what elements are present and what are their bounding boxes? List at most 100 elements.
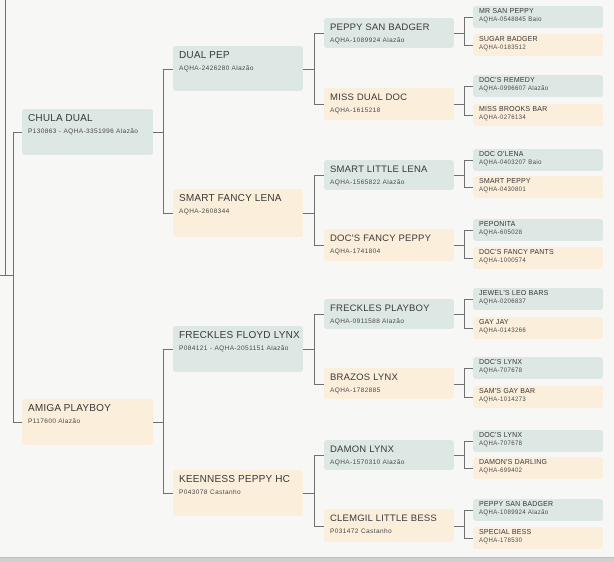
horse-card-dam[interactable]: AMIGA PLAYBOY P117600 Alazão <box>22 399 153 445</box>
horse-name: SMART PEPPY <box>479 178 531 185</box>
horizontal-scrollbar[interactable] <box>0 557 614 562</box>
connector-line <box>314 314 324 315</box>
connector-line <box>464 86 473 87</box>
connector-line <box>163 349 164 494</box>
connector-line <box>464 160 473 161</box>
horse-card-dam-dam-sire[interactable]: DAMON LYNX AQHA-1570310 Alazão <box>324 440 454 470</box>
horse-name: DOC O'LENA <box>479 151 524 158</box>
horse-registration: AQHA-0430801 <box>479 187 527 193</box>
horse-registration: AQHA-0996607 Alazão <box>479 86 549 92</box>
horse-name: DOC'S REMEDY <box>479 77 535 84</box>
horse-card-dam-sire-dam-dam[interactable]: SAM'S GAY BAR AQHA-1014273 <box>473 386 603 408</box>
horse-card-sire-dam-sire-dam[interactable]: SMART PEPPY AQHA-0430801 <box>473 176 603 198</box>
horse-card-sire-dam-sire[interactable]: SMART LITTLE LENA AQHA-1565822 Alazão <box>324 160 454 190</box>
connector-line <box>163 69 173 70</box>
horse-card-sire-sire-dam[interactable]: MISS DUAL DOC AQHA-1615218 <box>324 88 454 120</box>
horse-card-sire-sire-dam-sire[interactable]: DOC'S REMEDY AQHA-0996607 Alazão <box>473 75 603 97</box>
horse-registration: AQHA-1565822 Alazão <box>330 179 405 186</box>
horse-name: SUGAR BADGER <box>479 36 538 43</box>
connector-line <box>13 132 22 133</box>
horse-card-sire-dam-dam[interactable]: DOC'S FANCY PEPPY AQHA-1741804 <box>324 229 454 261</box>
horse-name: DAMON'S DARLING <box>479 459 548 466</box>
connector-line <box>314 33 324 34</box>
connector-line <box>464 441 465 469</box>
horse-name: BRAZOS LYNX <box>330 372 399 383</box>
connector-line <box>454 104 464 105</box>
horse-name: AMIGA PLAYBOY <box>28 403 112 414</box>
horse-registration: AQHA-178530 <box>479 538 523 544</box>
connector-line <box>303 349 314 350</box>
horse-registration: AQHA-1000574 <box>479 258 527 264</box>
horse-registration: AQHA-1089924 Alazão <box>330 37 405 44</box>
connector-line <box>314 175 324 176</box>
horse-registration: AQHA-707678 <box>479 441 523 447</box>
connector-line <box>464 368 473 369</box>
horse-registration: AQHA-1741804 <box>330 248 381 255</box>
horse-registration: AQHA-0183512 <box>479 45 527 51</box>
connector-line <box>0 275 13 276</box>
horse-name: MISS BROOKS BAR <box>479 106 548 113</box>
connector-line <box>314 175 315 246</box>
connector-line <box>314 314 315 385</box>
horse-registration: AQHA-1570310 Alazão <box>330 459 405 466</box>
connector-line <box>13 132 14 422</box>
horse-card-sire-sire-sire-dam[interactable]: SUGAR BADGER AQHA-0183512 <box>473 34 603 56</box>
horse-name: MISS DUAL DOC <box>330 92 408 103</box>
horse-name: PEPPY SAN BADGER <box>479 501 554 508</box>
horse-registration: AQHA-699402 <box>479 468 523 474</box>
connector-line <box>303 493 314 494</box>
connector-line <box>464 86 465 116</box>
connector-line <box>464 115 473 116</box>
horse-name: SMART LITTLE LENA <box>330 164 428 175</box>
connector-line <box>454 175 464 176</box>
horse-name: KEENNESS PEPPY HC <box>179 474 291 485</box>
connector-line <box>464 17 465 46</box>
horse-name: DAMON LYNX <box>330 444 395 455</box>
connector-line <box>464 45 473 46</box>
horse-name: CLEMGIL LITTLE BESS <box>330 513 437 524</box>
horse-name: SAM'S GAY BAR <box>479 388 536 395</box>
horse-name: FRECKLES PLAYBOY <box>330 303 430 314</box>
horse-registration: AQHA-1014273 <box>479 397 527 403</box>
connector-line <box>163 349 173 350</box>
connector-line <box>464 160 465 188</box>
horse-name: SMART FANCY LENA <box>179 193 282 204</box>
connector-line <box>303 69 314 70</box>
connector-line <box>163 493 173 494</box>
horse-card-dam-dam-sire-dam[interactable]: DAMON'S DARLING AQHA-699402 <box>473 457 603 479</box>
horse-registration: AQHA-605028 <box>479 230 523 236</box>
connector-line <box>464 17 473 18</box>
connector-line <box>464 187 473 188</box>
connector-line <box>163 69 164 214</box>
connector-line <box>464 468 473 469</box>
connector-line <box>464 299 465 329</box>
horse-registration: P084121 - AQHA-2051151 Alazão <box>179 345 289 352</box>
connector-line <box>464 258 473 259</box>
horse-registration: P130863 - AQHA-3351996 Alazão <box>28 128 139 135</box>
connector-line <box>163 213 173 214</box>
horse-registration: P117600 Alazão <box>28 418 81 425</box>
horse-name: DOC'S FANCY PEPPY <box>330 233 432 244</box>
connector-line <box>464 230 465 259</box>
horse-registration: AQHA-1615218 <box>330 107 381 114</box>
